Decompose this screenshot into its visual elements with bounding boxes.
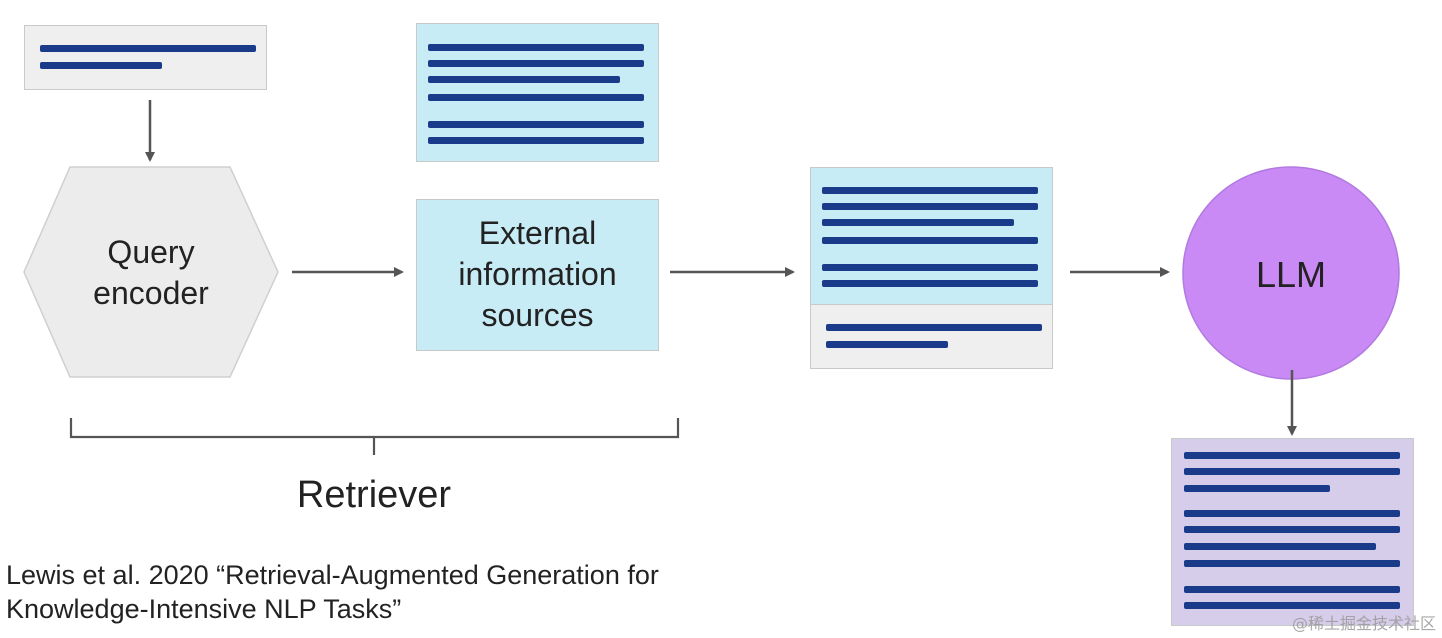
augmented-prompt-context — [810, 167, 1053, 305]
query-encoder-hexagon — [23, 166, 279, 378]
text-line — [1184, 468, 1400, 475]
citation-line2: Knowledge-Intensive NLP Tasks” — [6, 594, 402, 624]
text-line — [822, 264, 1038, 271]
query-encoder-label: Query encoder — [40, 232, 262, 314]
text-line — [822, 280, 1038, 287]
text-line — [822, 203, 1038, 210]
text-line — [428, 121, 644, 128]
text-line — [1184, 586, 1400, 593]
text-line — [1184, 485, 1330, 492]
external-information-sources-box — [416, 199, 659, 351]
query-document — [24, 25, 267, 90]
external-sources-line3: sources — [481, 296, 594, 333]
text-line — [40, 45, 256, 52]
text-line — [1184, 543, 1376, 550]
retrieved-documents — [416, 23, 659, 162]
retriever-label: Retriever — [296, 474, 452, 516]
text-line — [1184, 560, 1400, 567]
text-line — [428, 76, 620, 83]
text-line — [822, 187, 1038, 194]
query-encoder-line2: encoder — [93, 274, 209, 311]
text-line — [822, 237, 1038, 244]
text-line — [40, 62, 162, 69]
citation-line1: Lewis et al. 2020 “Retrieval-Augmented G… — [6, 560, 659, 590]
text-line — [428, 94, 644, 101]
augmented-prompt-query — [810, 304, 1053, 369]
text-line — [826, 341, 948, 348]
external-sources-line1: External — [478, 215, 597, 251]
text-line — [428, 44, 644, 51]
text-line — [428, 60, 644, 67]
text-line — [1184, 510, 1400, 517]
text-line — [822, 219, 1014, 226]
generated-output — [1171, 438, 1414, 626]
watermark: @稀土掘金技术社区 — [1291, 614, 1436, 633]
text-line — [1184, 526, 1400, 533]
llm-label: LLM — [1255, 254, 1327, 295]
external-sources-line2: information — [458, 255, 617, 292]
external-sources-label: External information sources — [416, 213, 659, 336]
text-line — [1184, 602, 1400, 609]
text-line — [1184, 452, 1400, 459]
text-line — [428, 137, 644, 144]
query-encoder-line1: Query — [107, 234, 195, 270]
text-line — [826, 324, 1042, 331]
retriever-bracket — [69, 418, 680, 455]
citation: Lewis et al. 2020 “Retrieval-Augmented G… — [6, 558, 659, 626]
